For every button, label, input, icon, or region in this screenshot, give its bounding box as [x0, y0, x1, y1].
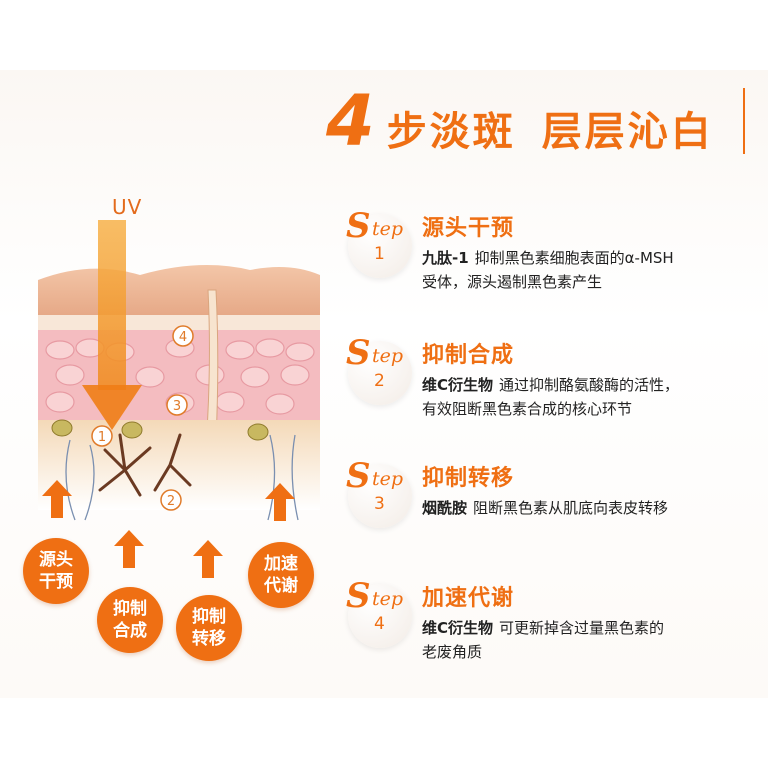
- step-keyword: 维C衍生物: [422, 376, 494, 394]
- marker-3: 3: [173, 399, 181, 414]
- badge-inhibit-transfer: 抑制 转移: [176, 595, 242, 661]
- uv-label: UV: [112, 195, 143, 219]
- step-description: 烟酰胺阻断黑色素从肌底向表皮转移: [422, 499, 669, 517]
- headline-part2: 层层沁白: [541, 109, 714, 155]
- up-arrow-icon: [193, 540, 223, 578]
- badge-inhibit-synthesis: 抑制 合成: [97, 587, 163, 653]
- step-4: S tep 4 加速代谢 维C衍生物可更新掉含过量黑色素的 老废角质: [340, 576, 760, 686]
- step-keyword: 烟酰胺: [422, 499, 468, 517]
- marker-2: 2: [167, 494, 175, 509]
- step-number: 1: [374, 244, 385, 264]
- step-3: S tep 3 抑制转移 烟酰胺阻断黑色素从肌底向表皮转移: [340, 456, 760, 556]
- marker-4: 4: [179, 330, 187, 345]
- badge-accelerate-metabolism: 加速 代谢: [248, 542, 314, 608]
- step-logo: S tep 1: [340, 206, 420, 286]
- step-title: 抑制合成: [422, 343, 515, 368]
- step-logo: S tep 4: [340, 576, 420, 656]
- step-logo: S tep 3: [340, 456, 420, 536]
- step-keyword: 九肽-1: [422, 249, 469, 267]
- step-keyword: 维C衍生物: [422, 619, 494, 637]
- step-number: 3: [374, 494, 385, 514]
- step-title: 抑制转移: [422, 466, 515, 491]
- up-arrow-icon: [265, 483, 295, 521]
- step-number: 4: [374, 614, 385, 634]
- step-description: 维C衍生物通过抑制酪氨酸酶的活性， 有效阻断黑色素合成的核心环节: [422, 376, 680, 418]
- headline-number: 4: [326, 80, 375, 162]
- up-arrow-icon: [114, 530, 144, 568]
- skin-layer-illustration: 1 2 3 4: [38, 220, 320, 521]
- headline-divider: [743, 88, 745, 154]
- step-number: 2: [374, 371, 385, 391]
- step-logo: S tep 2: [340, 333, 420, 413]
- step-2: S tep 2 抑制合成 维C衍生物通过抑制酪氨酸酶的活性， 有效阻断黑色素合成…: [340, 333, 760, 443]
- headline-part1: 步淡斑: [386, 109, 516, 155]
- step-title: 加速代谢: [422, 586, 515, 611]
- badge-source-intervention: 源头 干预: [23, 538, 89, 604]
- step-description: 维C衍生物可更新掉含过量黑色素的 老废角质: [422, 619, 665, 661]
- marker-1: 1: [98, 430, 106, 445]
- step-title: 源头干预: [422, 216, 515, 241]
- up-arrow-icon: [42, 480, 72, 518]
- headline: 4 步淡斑 层层沁白: [326, 86, 714, 166]
